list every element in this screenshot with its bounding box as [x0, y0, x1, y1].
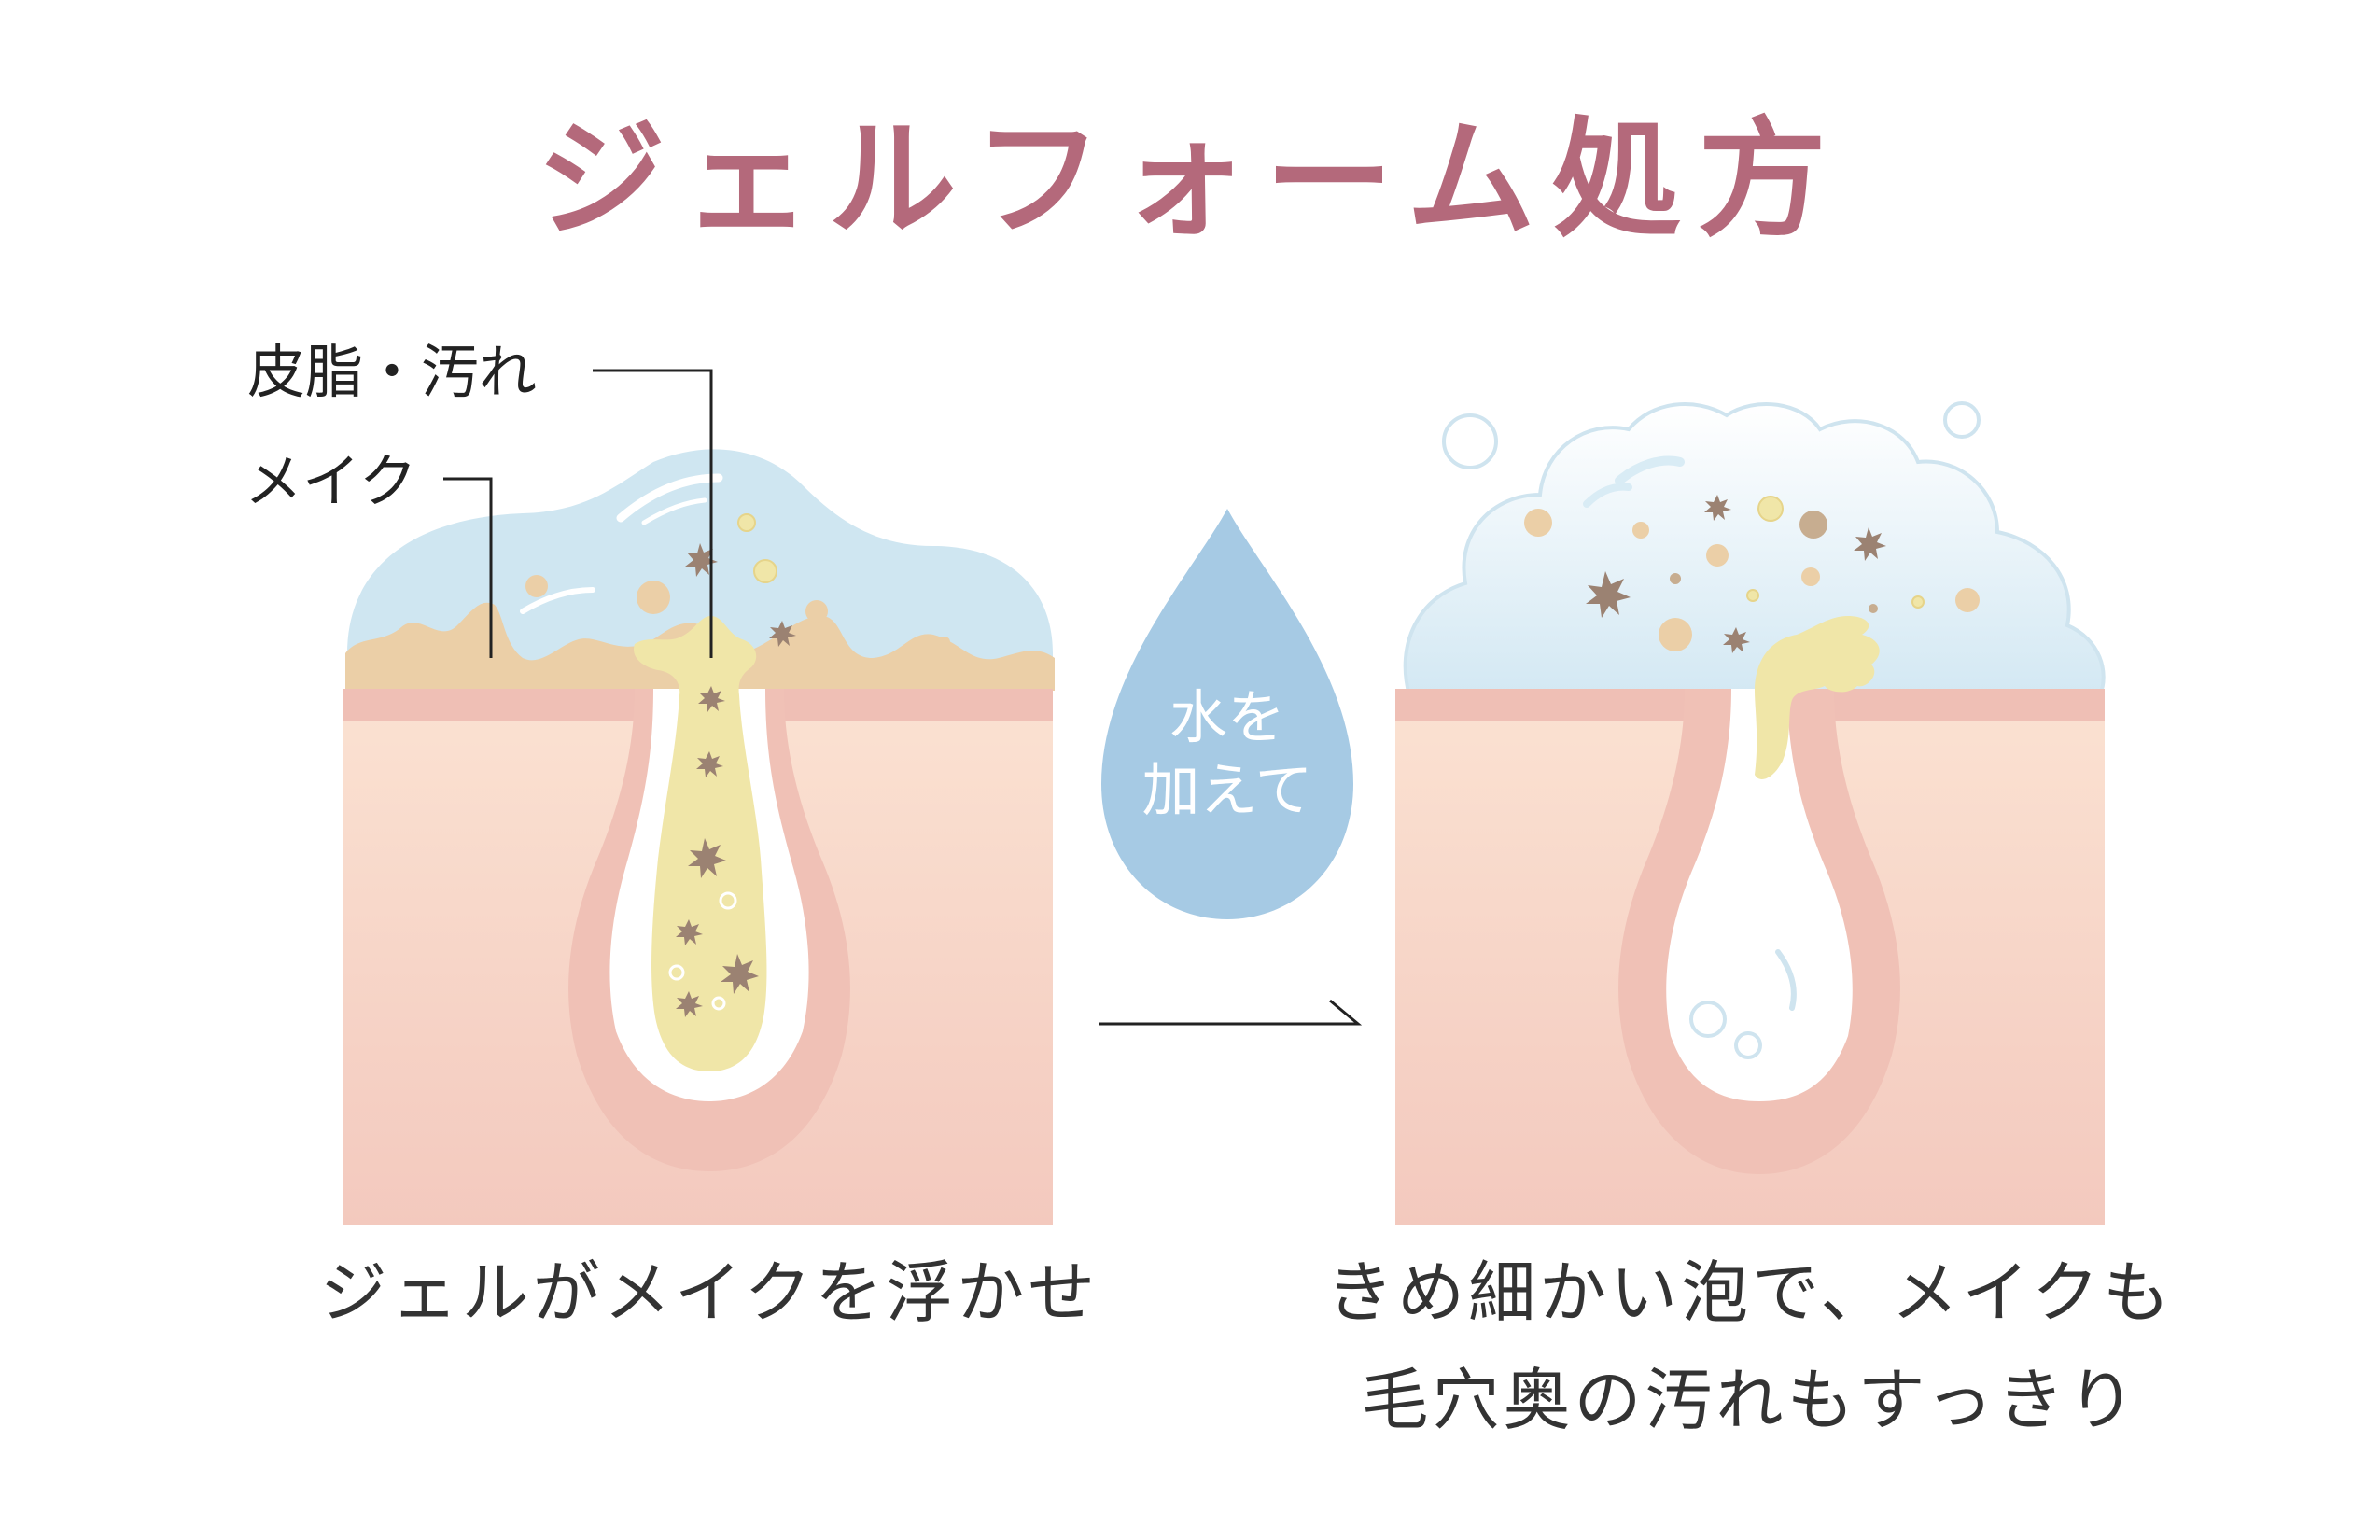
grime-stars	[676, 543, 796, 1017]
left-skin-diagram	[343, 449, 1055, 1225]
right-skin-diagram	[1395, 401, 2106, 1225]
label-sebum-dirt: 皮脂・汚れ	[247, 338, 713, 658]
drop-text-line2: 加えて	[1142, 756, 1313, 824]
label-makeup-text: メイク	[245, 447, 417, 515]
foam-cloud	[1403, 402, 2106, 697]
caption-right-line1: きめ細かい泡で、メイクも	[1326, 1253, 2174, 1332]
dirt-particles	[525, 513, 950, 1011]
pore-cavity-foam	[1666, 689, 1853, 1101]
caption-right-line2: 毛穴奥の汚れもすっきり	[1361, 1361, 2138, 1439]
gel-layer	[347, 449, 1053, 700]
bubble	[1943, 401, 1981, 439]
sebum-plug	[634, 616, 767, 1071]
page-title: ジェルフォーム処方	[537, 105, 1843, 255]
foam-dirt-particles	[1524, 496, 1980, 651]
foam-grime-stars	[1586, 495, 1886, 653]
label-makeup: メイク	[245, 447, 493, 658]
label-sebum-dirt-text: 皮脂・汚れ	[247, 338, 537, 406]
water-drop: 水を 加えて	[1101, 509, 1353, 919]
bubble	[1442, 413, 1498, 469]
drop-text-line1: 水を	[1169, 683, 1285, 751]
sebum-lifted	[1755, 616, 1880, 779]
caption-left: ジェルがメイクを浮かせ	[320, 1253, 1099, 1332]
arrow-right	[1099, 999, 1363, 1026]
